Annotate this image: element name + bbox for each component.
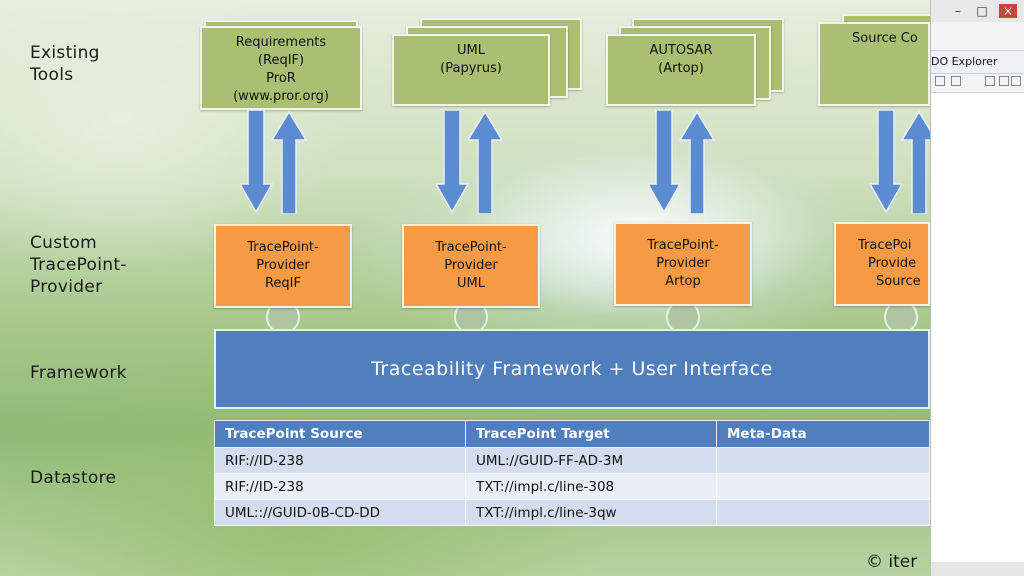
tool-line: Requirements <box>235 35 327 50</box>
bidirectional-arrow <box>240 110 308 214</box>
maximize-view-icon[interactable] <box>1011 76 1021 86</box>
ide-window: – □ × DO Explorer <box>930 0 1024 576</box>
tab-explorer[interactable]: DO Explorer <box>931 50 1024 74</box>
explorer-tab-label: DO Explorer <box>931 55 998 68</box>
framework-label: Traceability Framework + User Interface <box>371 358 773 380</box>
label-line: Provider <box>30 277 103 297</box>
bidirectional-arrow <box>648 110 716 214</box>
tool-autosar: AUTOSAR (Artop) <box>606 18 786 110</box>
label-line: Custom <box>30 233 97 253</box>
tool-line: AUTOSAR <box>649 43 713 58</box>
table-cell <box>716 499 930 526</box>
provider-line: Provide <box>868 256 917 271</box>
tool-line: (www.pror.org) <box>233 89 329 104</box>
provider-line: TracePoi <box>858 238 912 253</box>
tool-line: ProR <box>266 71 296 86</box>
provider-line: Artop <box>665 274 701 289</box>
status-bar <box>931 562 1024 576</box>
bidirectional-arrow <box>870 110 930 214</box>
view-toolbar <box>931 74 1024 90</box>
label-line: Tools <box>30 65 74 85</box>
provider-reqif: TracePoint- Provider ReqIF <box>214 224 352 308</box>
tool-uml: UML (Papyrus) <box>392 18 582 110</box>
table-cell <box>716 473 930 500</box>
doc-front-sheet: UML (Papyrus) <box>392 34 550 106</box>
label-line: Datastore <box>30 468 117 488</box>
table-cell <box>716 447 930 474</box>
doc-front-sheet: AUTOSAR (Artop) <box>606 34 756 106</box>
column-header: Meta-Data <box>716 420 930 448</box>
tool-requirements: Requirements (ReqIF) ProR (www.pror.org) <box>200 20 365 112</box>
provider-uml: TracePoint- Provider UML <box>402 224 540 308</box>
close-button[interactable]: × <box>999 4 1017 18</box>
provider-line: Source <box>876 274 921 289</box>
table-cell: RIF://ID-238 <box>214 447 466 474</box>
doc-front-sheet: Requirements (ReqIF) ProR (www.pror.org) <box>200 26 362 110</box>
provider-line: UML <box>457 276 485 291</box>
tool-line: UML <box>457 43 485 58</box>
table-cell: TXT://impl.c/line-308 <box>465 473 717 500</box>
tool-line: (Artop) <box>658 61 704 76</box>
provider-artop: TracePoint- Provider Artop <box>614 222 752 306</box>
provider-line: TracePoint- <box>647 238 719 253</box>
window-controls: – □ × <box>931 0 1024 22</box>
label-line: TracePoint- <box>30 255 127 275</box>
slide-canvas: Existing Tools Custom TracePoint- Provid… <box>0 0 930 576</box>
table-header-row: TracePoint Source TracePoint Target Meta… <box>214 420 930 448</box>
column-header: TracePoint Target <box>465 420 717 448</box>
table-cell: UML://GUID-FF-AD-3M <box>465 447 717 474</box>
explorer-tree[interactable] <box>931 92 1024 563</box>
label-line: Existing <box>30 43 100 63</box>
provider-line: Provider <box>656 256 710 271</box>
bidirectional-arrow <box>436 110 504 214</box>
minimize-button[interactable]: – <box>955 4 961 18</box>
provider-line: ReqIF <box>264 276 301 291</box>
row-label-custom-provider: Custom TracePoint- Provider <box>30 232 127 298</box>
table-row: RIF://ID-238 TXT://impl.c/line-308 <box>214 473 930 500</box>
minimize-view-icon[interactable] <box>999 76 1009 86</box>
framework-bar: Traceability Framework + User Interface <box>214 329 930 409</box>
tool-line: Source Co <box>852 31 918 46</box>
provider-line: TracePoint- <box>435 240 507 255</box>
table-cell: UML:://GUID-0B-CD-DD <box>214 499 466 526</box>
provider-line: Provider <box>256 258 310 273</box>
collapse-all-icon[interactable] <box>935 76 945 86</box>
tool-line: (ReqIF) <box>257 53 305 68</box>
link-editor-icon[interactable] <box>951 76 961 86</box>
datastore-table: TracePoint Source TracePoint Target Meta… <box>214 420 930 526</box>
table-row: RIF://ID-238 UML://GUID-FF-AD-3M <box>214 447 930 474</box>
table-cell: TXT://impl.c/line-3qw <box>465 499 717 526</box>
provider-line: Provider <box>444 258 498 273</box>
provider-line: TracePoint- <box>247 240 319 255</box>
column-header: TracePoint Source <box>214 420 466 448</box>
provider-source: TracePoi Provide Source <box>834 222 930 306</box>
row-label-datastore: Datastore <box>30 467 116 489</box>
row-label-existing-tools: Existing Tools <box>30 42 100 86</box>
label-line: Framework <box>30 363 127 383</box>
doc-front-sheet: Source Co <box>818 22 930 106</box>
table-row: UML:://GUID-0B-CD-DD TXT://impl.c/line-3… <box>214 499 930 526</box>
tool-source-code: Source Co <box>818 14 930 110</box>
view-menu-icon[interactable] <box>985 76 995 86</box>
table-cell: RIF://ID-238 <box>214 473 466 500</box>
row-label-framework: Framework <box>30 362 127 384</box>
copyright-text: © iter <box>866 552 918 572</box>
tool-line: (Papyrus) <box>440 61 502 76</box>
maximize-button[interactable]: □ <box>976 4 988 18</box>
